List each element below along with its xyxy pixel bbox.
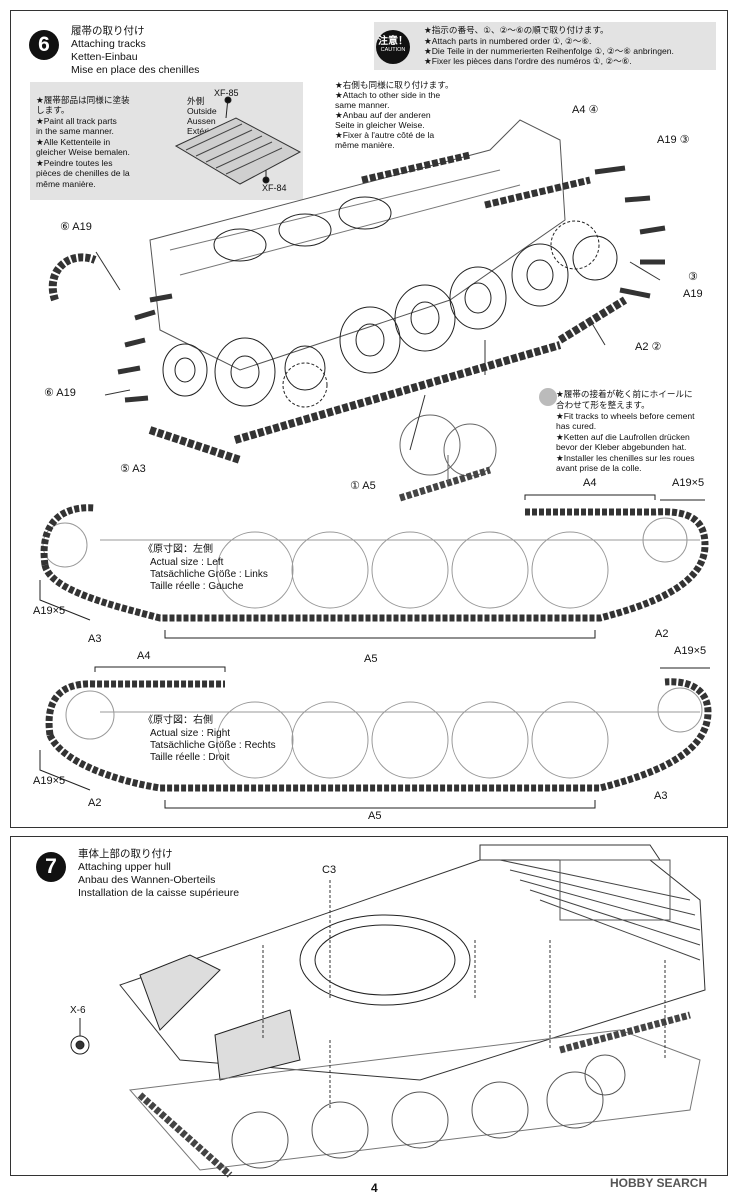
right-view-a2: A2 [88, 797, 102, 809]
left-view-a19x5-bottom: A19×5 [33, 605, 66, 617]
step6-title-fr: Mise en place des chenilles [71, 64, 200, 76]
right-view-a3: A3 [654, 790, 668, 802]
left-view-heading-4: Taille réelle : Gauche [150, 581, 244, 592]
step7-title-jp: 車体上部の取り付け [78, 848, 173, 860]
paint-note-line-8: pièces de chenilles de la [36, 168, 130, 178]
fit-note-line-3: ★Fit tracks to wheels before cement [556, 411, 695, 421]
right-view-a19x5-top: A19×5 [674, 645, 707, 657]
fit-note-line-5: ★Ketten auf die Laufrollen drücken [556, 432, 690, 442]
left-view-a19x5-top: A19×5 [672, 477, 705, 489]
paint-outside-en: Outside [187, 106, 217, 116]
other-side-line-4: ★Anbau auf der anderen [335, 110, 431, 120]
right-view-heading-2: Actual size : Right [150, 728, 231, 739]
paint-note-line-7: ★Peindre toutes les [36, 158, 113, 168]
label-a19-right: A19 [683, 288, 703, 300]
step7-title-en: Attaching upper hull [78, 861, 171, 873]
other-side-line-3: same manner. [335, 100, 390, 110]
label-a19-6-top: ⑥ A19 [60, 221, 92, 233]
fit-note-line-7: ★Installer les chenilles sur les roues [556, 453, 695, 463]
paint-note-line-1: ★履帯部品は同様に塗装 [36, 95, 130, 105]
paint-outside-jp: 外側 [187, 96, 205, 106]
paint-note-line-9: même manière. [36, 179, 96, 189]
step7-label-c3: C3 [322, 864, 337, 876]
page-number: 4 [371, 1181, 378, 1195]
left-view-heading-3: Tatsächliche Größe : Links [150, 569, 268, 580]
paint-outside-fr: Extérieur [187, 126, 222, 136]
paint-track-sample [174, 96, 302, 185]
watermark: HOBBY SEARCH [610, 1176, 708, 1190]
other-side-line-1: ★右側も同様に取り付けます。 [335, 80, 454, 90]
label-a4-4: A4 ④ [572, 104, 599, 116]
step7-label-x6: X-6 [70, 1005, 86, 1016]
right-view-a4: A4 [137, 650, 151, 662]
right-view-heading-1: 《原寸図：右側 [143, 715, 213, 726]
paint-note-line-5: ★Alle Kettenteile in [36, 137, 111, 147]
step6-title-jp: 履帯の取り付け [71, 25, 145, 37]
label-a19-6-left: ⑥ A19 [44, 387, 76, 399]
caution-line-1: ★指示の番号、①、②〜⑥の順で取り付けます。 [424, 25, 609, 35]
right-view-a5: A5 [368, 810, 382, 822]
left-view-heading-1: 《原寸図：左側 [143, 544, 213, 555]
step6-number: 6 [29, 30, 59, 60]
caution-en: CAUTION [380, 47, 406, 53]
left-view-heading-2: Actual size : Left [150, 557, 224, 568]
caution-badge: 注意！ CAUTION [376, 30, 410, 64]
caution-box [374, 22, 716, 70]
step7-number: 7 [36, 852, 66, 882]
step6-title-de: Ketten-Einbau [71, 51, 138, 63]
paint-note-line-6: gleicher Weise bemalen. [36, 147, 130, 157]
paint-note-line-3: ★Paint all track parts [36, 116, 117, 126]
caution-line-2: ★Attach parts in numbered order ①, ②〜⑥. [424, 36, 592, 46]
fit-note-line-8: avant prise de la colle. [556, 463, 642, 473]
paint-note-line-4: in the same manner. [36, 126, 114, 136]
other-side-line-2: ★Attach to other side in the [335, 90, 441, 100]
left-view-a3: A3 [88, 633, 102, 645]
step6-title-en: Attaching tracks [71, 38, 146, 50]
fit-note-line-2: 合わせて形を整えます。 [556, 400, 650, 410]
label-a3-5: ⑤ A3 [120, 463, 146, 475]
right-view-heading-4: Taille réelle : Droit [150, 752, 230, 763]
other-side-line-5: Seite in gleicher Weise. [335, 120, 425, 130]
label-a19-3-right-num: ③ [688, 271, 698, 283]
step6-panel [10, 10, 728, 828]
other-side-line-6: ★Fixer à l'autre côté de la [335, 130, 435, 140]
fit-note-line-6: bevor der Kleber abgebunden hat. [556, 442, 687, 452]
step7-panel [10, 836, 728, 1176]
caution-line-3: ★Die Teile in der nummerierten Reihenfol… [424, 46, 674, 56]
left-view-a4: A4 [583, 477, 597, 489]
fit-note-line-4: has cured. [556, 421, 597, 431]
paint-xf84-label: XF-84 [262, 183, 287, 193]
label-a5-1: ① A5 [350, 480, 376, 492]
step7-title-de: Anbau des Wannen-Oberteils [78, 874, 216, 886]
other-side-line-7: même manière. [335, 140, 395, 150]
paint-xf85-label: XF-85 [214, 88, 239, 98]
label-a19-3-top: A19 ③ [657, 134, 690, 146]
fit-note-line-1: ★履帯の接着が乾く前にホイールに [556, 389, 693, 399]
left-view-a2: A2 [655, 628, 669, 640]
paint-outside-de: Aussen [187, 116, 216, 126]
step7-title-fr: Installation de la caisse supérieure [78, 887, 240, 899]
label-a2-2: A2 ② [635, 341, 662, 353]
caution-line-4: ★Fixer les pièces dans l'ordre des numér… [424, 56, 632, 66]
paint-note-line-2: します。 [36, 105, 70, 115]
right-view-a19x5-bottom: A19×5 [33, 775, 66, 787]
right-view-heading-3: Tatsächliche Größe : Rechts [150, 740, 276, 751]
left-view-a5: A5 [364, 653, 378, 665]
caution-jp: 注意！ [378, 36, 408, 47]
